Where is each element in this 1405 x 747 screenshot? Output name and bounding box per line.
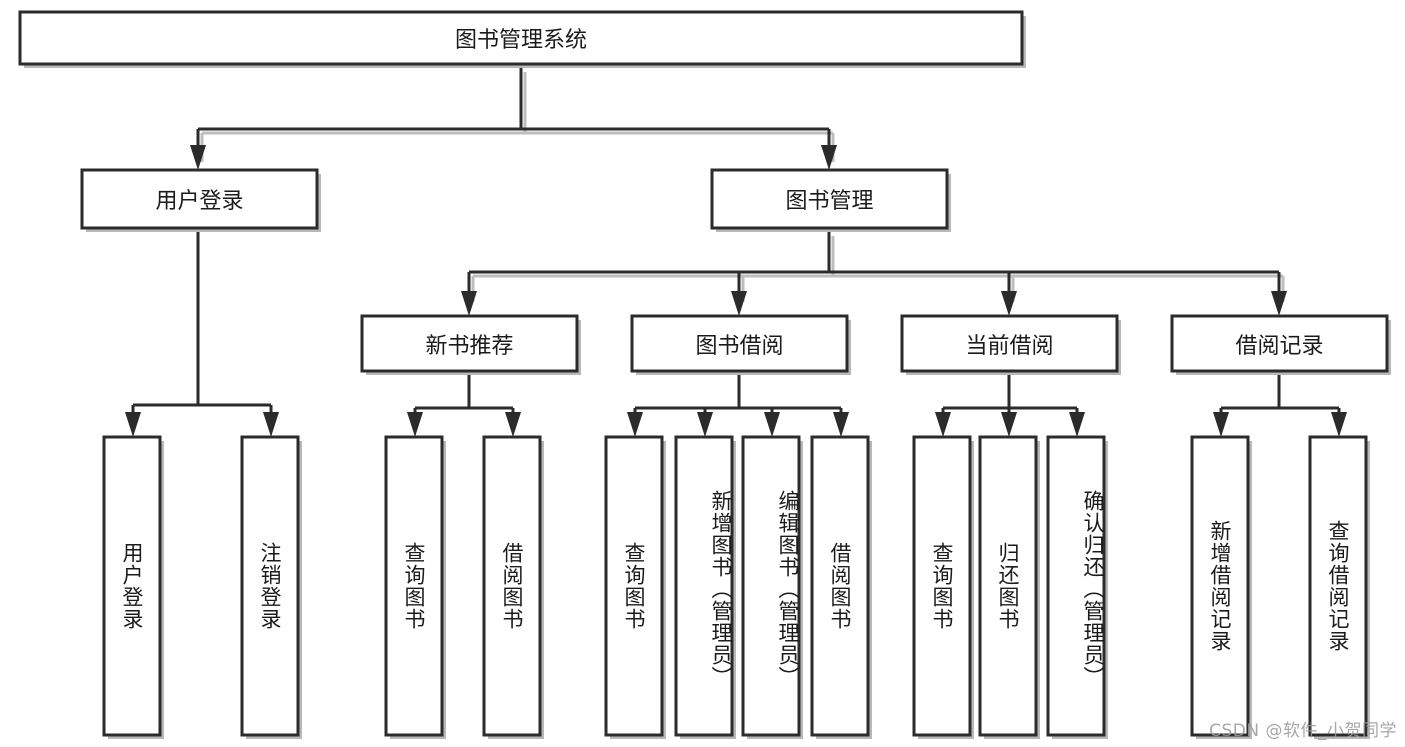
arrow-to-bookmgmt: [821, 145, 837, 170]
arrow-to-current: [1001, 291, 1017, 316]
connector-newbook-to-leaves: [413, 375, 515, 424]
arrow-to-leaf-10: [1001, 412, 1017, 437]
arrow-to-leaf-8: [833, 412, 849, 437]
node-leaf-1-box[interactable]: [102, 435, 162, 737]
arrow-to-borrow: [731, 291, 747, 316]
arrow-to-leaf-5: [627, 412, 643, 437]
node-leaf-3-box[interactable]: [384, 435, 444, 737]
connector-login-to-leaves: [131, 232, 273, 424]
node-borrow-box[interactable]: [630, 314, 849, 373]
connector-records-to-leaves: [1219, 375, 1341, 424]
arrow-to-leaf-9: [935, 412, 951, 437]
connector-root-shadow: [200, 72, 835, 162]
node-layer: [18, 10, 1391, 739]
arrow-to-leaf-13: [1331, 412, 1347, 437]
node-leaf-7-box[interactable]: [741, 435, 801, 737]
node-leaf-8-box[interactable]: [810, 435, 870, 737]
node-leaf-10-box[interactable]: [978, 435, 1038, 737]
node-newbook-box[interactable]: [360, 314, 579, 373]
arrow-to-leaf-2: [263, 412, 279, 437]
arrow-to-leaf-1: [125, 412, 141, 437]
connector-bookmgmt-to-level3: [467, 232, 1281, 298]
node-records-box[interactable]: [1170, 314, 1389, 373]
csdn-watermark: CSDN @软件_小贺同学: [1209, 721, 1397, 741]
arrow-to-leaf-11: [1069, 412, 1085, 437]
node-current-box[interactable]: [900, 314, 1119, 373]
node-leaf-6-box[interactable]: [674, 435, 734, 737]
node-login-box[interactable]: [80, 168, 319, 230]
node-root-box[interactable]: [18, 10, 1024, 66]
connector-borrow-to-leaves: [633, 375, 843, 424]
connector-layer: [125, 68, 1347, 437]
node-leaf-9-box[interactable]: [912, 435, 972, 737]
arrow-to-leaf-12: [1213, 412, 1229, 437]
arrow-to-records: [1271, 291, 1287, 316]
node-leaf-13-box[interactable]: [1308, 435, 1368, 737]
node-leaf-2-box[interactable]: [240, 435, 300, 737]
arrow-to-leaf-4: [505, 412, 521, 437]
arrow-to-newbook: [461, 291, 477, 316]
arrow-to-leaf-3: [407, 412, 423, 437]
node-leaf-11-box[interactable]: [1046, 435, 1106, 737]
node-bookmgmt-box[interactable]: [710, 168, 949, 230]
node-leaf-5-box[interactable]: [604, 435, 664, 737]
connector-bookmgmt-shadow: [471, 236, 1285, 302]
arrow-to-leaf-6: [697, 412, 713, 437]
arrow-to-leaf-7: [764, 412, 780, 437]
node-leaf-12-box[interactable]: [1190, 435, 1250, 737]
node-leaf-4-box[interactable]: [482, 435, 542, 737]
connector-root-to-level2: [196, 68, 831, 158]
arrow-to-login: [190, 145, 206, 170]
